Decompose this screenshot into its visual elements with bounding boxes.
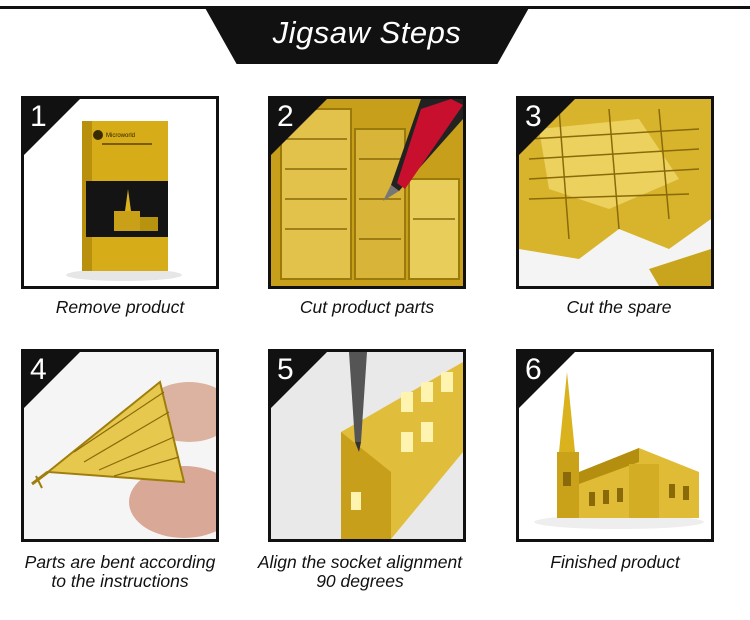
step-caption-line: to the instructions [51,571,189,591]
step-caption-line: 90 degrees [316,571,404,591]
step-caption-4: Parts are bent according to the instruct… [5,553,235,591]
page-title: Jigsaw Steps [272,15,462,50]
step-number: 6 [525,353,542,386]
step-card-6: 6 [516,349,714,542]
step-card-2: 2 [268,96,466,289]
step-caption-5: Align the socket alignment 90 degrees [245,553,475,591]
step-card-3: 3 [516,96,714,289]
step-number: 3 [525,100,542,133]
step-badge [271,99,327,155]
step-caption-line: Parts are bent according [24,552,216,572]
step-card-1: Microworld 1 [21,96,219,289]
step-caption-line: Cut product parts [299,297,435,317]
step-caption-2: Cut product parts [252,298,482,317]
step-number: 4 [30,353,47,386]
step-badge [271,352,327,408]
title-banner: Jigsaw Steps [204,6,530,64]
step-caption-6: Finished product [500,553,730,572]
step-caption-line: Cut the spare [566,297,672,317]
step-badge [519,99,575,155]
step-caption-3: Cut the spare [504,298,734,317]
step-card-4: 4 [21,349,219,542]
step-number: 2 [277,100,294,133]
step-caption-line: Finished product [550,552,680,572]
step-number: 1 [30,100,47,133]
step-badge [519,352,575,408]
package-brand-text: Microworld [106,133,135,139]
step-caption-1: Remove product [5,298,235,317]
step-badge [24,99,80,155]
step-number: 5 [277,353,294,386]
step-badge [24,352,80,408]
step-caption-line: Align the socket alignment [257,552,463,572]
product-package-image: Microworld [24,99,216,286]
step-caption-line: Remove product [55,297,185,317]
step-card-5: 5 [268,349,466,542]
cutting-parts-image [271,99,463,286]
